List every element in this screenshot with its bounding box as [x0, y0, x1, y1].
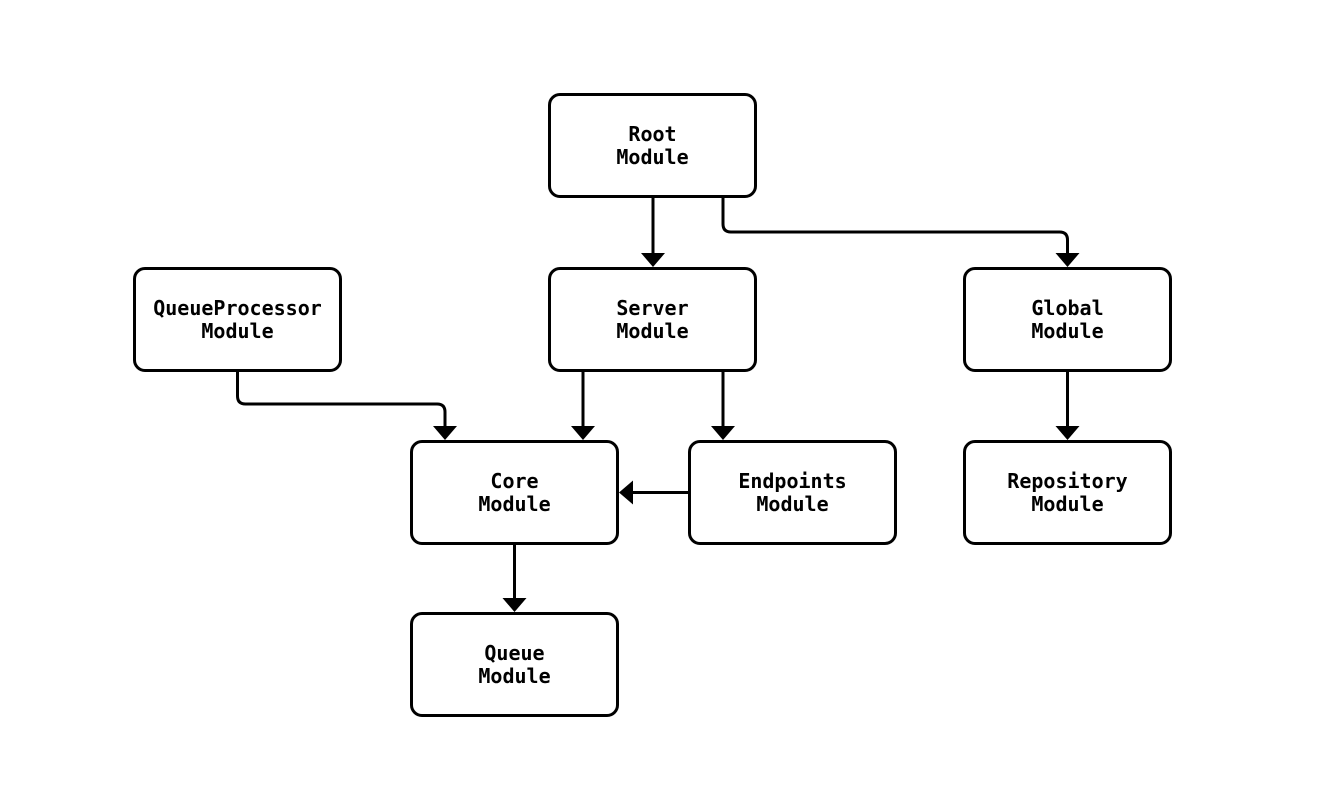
node-label-line: Module	[1031, 491, 1104, 516]
node-endpoints-module: Endpoints Module	[688, 440, 897, 545]
node-label-line: Root	[628, 121, 677, 146]
node-repository-module: Repository Module	[963, 440, 1172, 545]
edge-queueprocessor-to-core	[236, 372, 457, 440]
node-core-module: Core Module	[410, 440, 619, 545]
node-label-line: Endpoints	[738, 468, 847, 493]
edge-root-to-global	[721, 198, 1080, 267]
node-label-line: Module	[756, 491, 829, 516]
node-label-line: Module	[616, 318, 689, 343]
node-server-module: Server Module	[548, 267, 757, 372]
node-label-line: Repository	[1007, 468, 1128, 493]
node-label-line: Queue	[484, 640, 545, 665]
node-label-line: Module	[616, 144, 689, 169]
node-root-module: Root Module	[548, 93, 757, 198]
node-label-line: QueueProcessor	[153, 295, 322, 320]
node-queueprocessor-module: QueueProcessor Module	[133, 267, 342, 372]
node-label-line: Global	[1031, 295, 1104, 320]
node-label-line: Module	[478, 663, 551, 688]
node-label-line: Module	[1031, 318, 1104, 343]
node-queue-module: Queue Module	[410, 612, 619, 717]
node-label-line: Server	[616, 295, 689, 320]
node-label-line: Core	[490, 468, 539, 493]
node-label-line: Module	[478, 491, 551, 516]
node-global-module: Global Module	[963, 267, 1172, 372]
node-label-line: Module	[201, 318, 274, 343]
